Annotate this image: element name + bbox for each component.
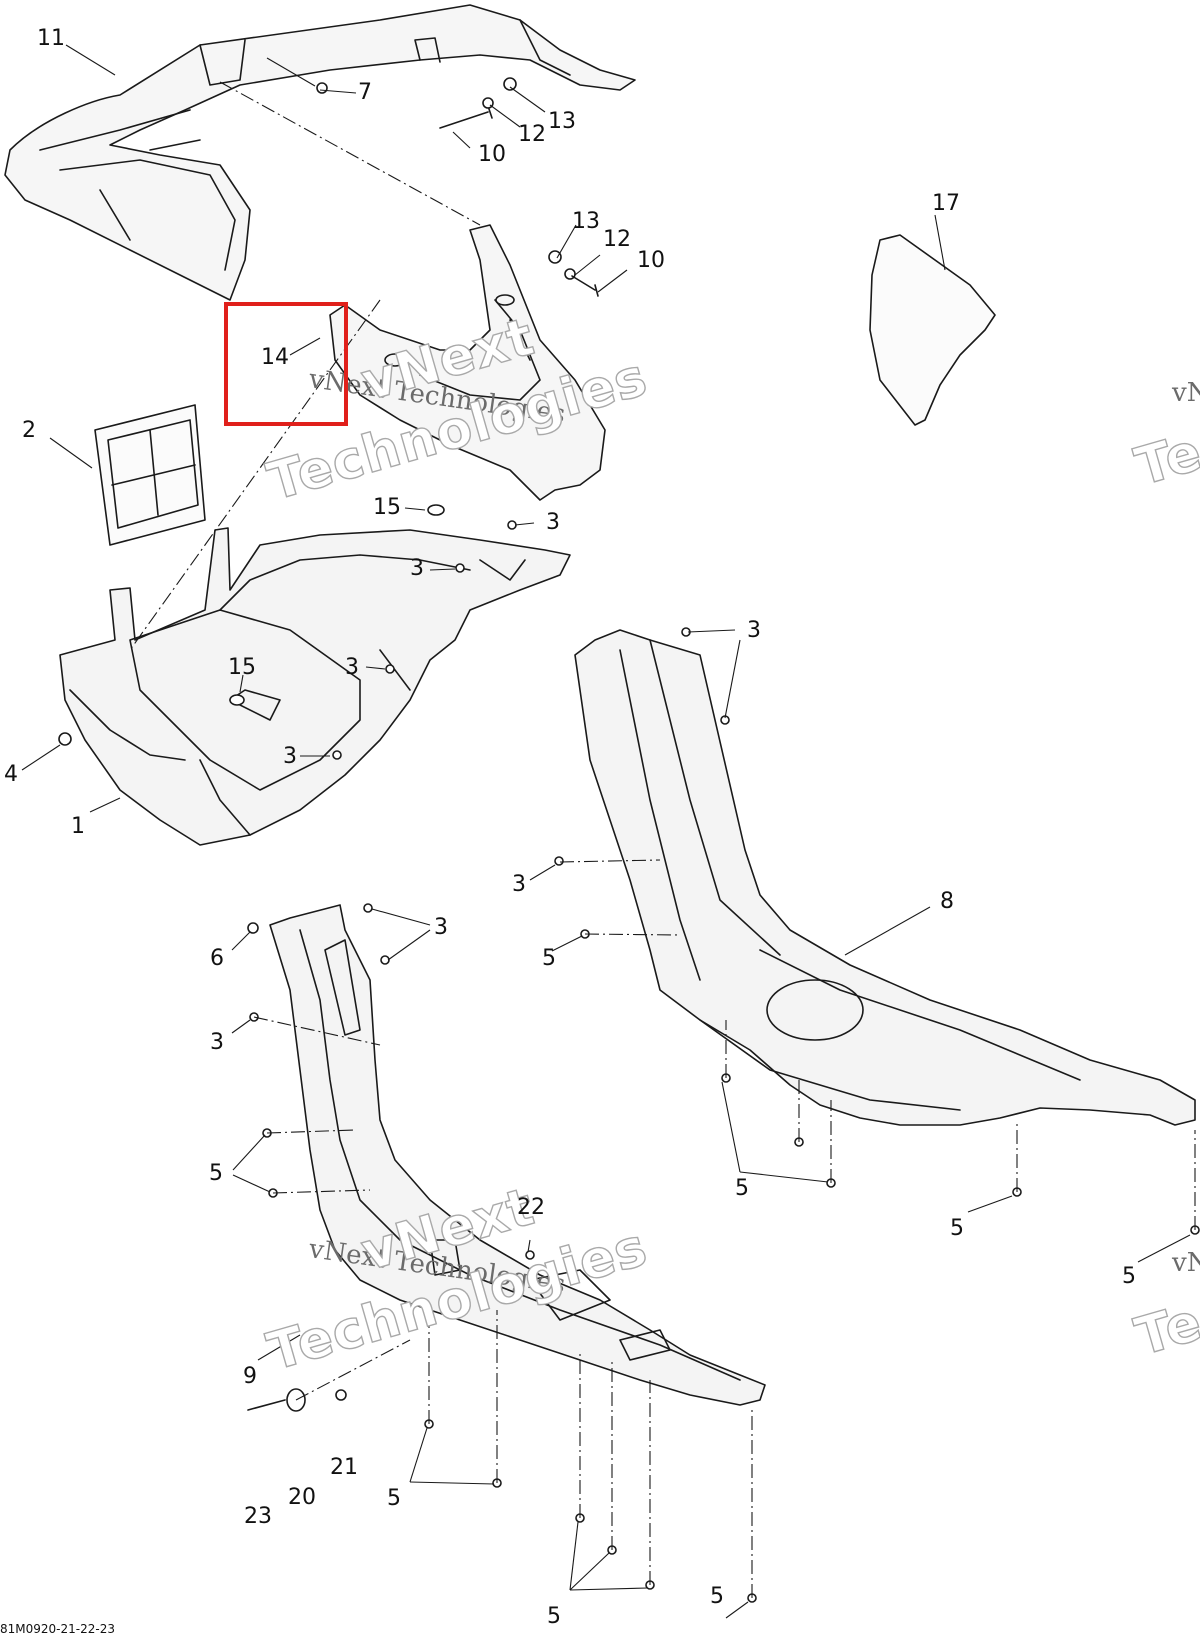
alignment-lines xyxy=(129,81,1196,1598)
callout-11: 11 xyxy=(37,26,65,51)
callout-3: 3 xyxy=(434,915,448,940)
figure-code: 81M0920-21-22-23 xyxy=(0,1622,115,1636)
callout-6: 6 xyxy=(210,946,224,971)
callout-5: 5 xyxy=(542,946,556,971)
callout-3: 3 xyxy=(410,556,424,581)
callout-3: 3 xyxy=(512,872,526,897)
highlight-box-callout-14 xyxy=(224,302,348,426)
callout-15: 15 xyxy=(228,655,256,680)
callout-1: 1 xyxy=(71,814,85,839)
callout-17: 17 xyxy=(932,191,960,216)
callout-5: 5 xyxy=(547,1604,561,1629)
part-1-main-body xyxy=(59,527,571,846)
part-14-bracket xyxy=(329,224,606,501)
part-9-trim-panel xyxy=(269,904,766,1406)
callout-3: 3 xyxy=(546,510,560,535)
callout-4: 4 xyxy=(4,762,18,787)
callout-9: 9 xyxy=(243,1364,257,1389)
callout-2: 2 xyxy=(22,418,36,443)
callout-8: 8 xyxy=(940,889,954,914)
callout-21: 21 xyxy=(330,1455,358,1480)
part-8-trim-panel xyxy=(574,629,1196,1126)
callout-20: 20 xyxy=(288,1485,316,1510)
callout-5: 5 xyxy=(209,1161,223,1186)
callout-5: 5 xyxy=(950,1216,964,1241)
callout-5: 5 xyxy=(387,1486,401,1511)
callout-7: 7 xyxy=(358,80,372,105)
callout-14[interactable]: 14 xyxy=(261,345,289,370)
callout-5: 5 xyxy=(1122,1264,1136,1289)
callout-23: 23 xyxy=(244,1504,272,1529)
leader-lines xyxy=(21,44,1191,1619)
callout-3: 3 xyxy=(283,744,297,769)
callout-3: 3 xyxy=(210,1030,224,1055)
callout-10: 10 xyxy=(637,248,665,273)
callout-12: 12 xyxy=(518,122,546,147)
callout-13: 13 xyxy=(572,209,600,234)
part-2-grille xyxy=(94,404,206,546)
part-17-plate xyxy=(869,234,996,426)
callout-12: 12 xyxy=(603,227,631,252)
callout-3: 3 xyxy=(747,618,761,643)
callout-10: 10 xyxy=(478,142,506,167)
callout-5: 5 xyxy=(710,1584,724,1609)
callout-3: 3 xyxy=(345,655,359,680)
callout-15: 15 xyxy=(373,495,401,520)
part-11-side-panel xyxy=(4,4,636,301)
callout-22: 22 xyxy=(517,1195,545,1220)
callout-13: 13 xyxy=(548,109,576,134)
callout-5: 5 xyxy=(735,1176,749,1201)
